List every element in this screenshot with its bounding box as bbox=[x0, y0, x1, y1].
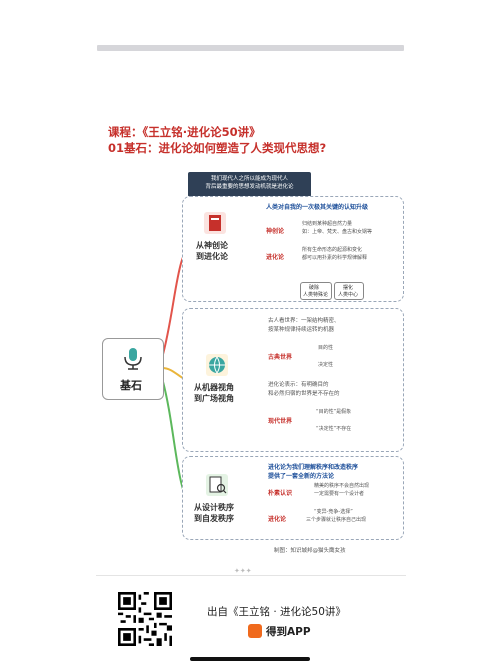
branch-2-sub2-item1: “目的性”是假象 bbox=[316, 409, 352, 415]
branch-2-sub1-item2: 决定性 bbox=[318, 362, 334, 368]
central-label: 基石 bbox=[120, 379, 142, 392]
branch-2-mid-2: 和必然归宿的世界是不存在的 bbox=[268, 391, 340, 397]
branch-3-sub2-text2: 三个步骤就让秩序自己出现 bbox=[306, 517, 367, 523]
branch-3-sub1-text1: 精美的秩序不会自然出现 bbox=[314, 483, 370, 489]
document-search-icon bbox=[206, 474, 228, 496]
branch-1-sub1-text1: 归结到某种超自然力量 bbox=[302, 221, 353, 227]
course-title: 课程：《王立铭·进化论50讲》 bbox=[108, 125, 261, 139]
branch-1-heading: 人类对自我的一次极其关键的认知升级 bbox=[266, 204, 369, 211]
branch-2-sub1-item1: 目的性 bbox=[318, 345, 334, 351]
divider-stars: ✦✦✦ bbox=[234, 567, 252, 575]
branch-2-title-2: 到广场视角 bbox=[194, 394, 234, 403]
map-credit: 制图：知识城邦@猫头鹰女孩 bbox=[274, 548, 346, 554]
branch-2-sub2-label: 现代世界 bbox=[268, 418, 293, 425]
branch-3-sub2-text1: “变异-竞争-选择” bbox=[314, 509, 353, 515]
branch-2-intro-2: 按某种规律持续运转的机器 bbox=[268, 327, 335, 333]
footer-app-name: 得到APP bbox=[266, 626, 311, 638]
qr-code bbox=[118, 592, 172, 646]
mindmap-banner: 我们现代人之所以能成为现代人 背后最重要的思想发动机就是进化论 bbox=[188, 172, 311, 197]
branch-2-sub2-item2: “决定性”不存在 bbox=[316, 426, 352, 432]
home-indicator bbox=[190, 657, 310, 661]
branch-3-heading-2: 提供了一套全新的方法论 bbox=[268, 473, 335, 480]
globe-icon bbox=[206, 354, 228, 376]
footer-source-text: 出自《王立铭 · 进化论50讲》 bbox=[207, 606, 346, 618]
branch-3-heading-1: 进化论为我们理解秩序和改造秩序 bbox=[268, 464, 359, 471]
mind-map: 我们现代人之所以能成为现代人 背后最重要的思想发动机就是进化论 基石 从神创论 … bbox=[96, 168, 406, 568]
box-1-line-2: 人类特殊论 bbox=[303, 292, 329, 298]
top-status-bar bbox=[97, 45, 404, 51]
banner-line-1: 我们现代人之所以能成为现代人 bbox=[210, 176, 288, 182]
branch-3-card bbox=[182, 456, 404, 540]
branch-2-card bbox=[182, 308, 404, 452]
box-2-line-1: 摆化 bbox=[343, 285, 354, 291]
branch-1-sub2-text1: 所有生命形态的起源和变化 bbox=[302, 247, 363, 253]
branch-2-sub1-label: 古典世界 bbox=[268, 354, 293, 361]
branch-1-title-2: 到进化论 bbox=[196, 252, 228, 261]
footer-divider bbox=[96, 575, 406, 576]
branch-2-intro-1: 古人看世界：一架结构精密、 bbox=[268, 318, 340, 324]
branch-1-box-2: 摆化 人类中心 bbox=[334, 282, 364, 300]
branch-1-title-1: 从神创论 bbox=[196, 241, 228, 250]
box-2-line-2: 人类中心 bbox=[338, 292, 359, 298]
dedao-logo-icon bbox=[248, 624, 262, 638]
banner-line-2: 背后最重要的思想发动机就是进化论 bbox=[205, 184, 294, 190]
book-icon bbox=[204, 212, 226, 234]
branch-1-sub2-label: 进化论 bbox=[266, 254, 285, 261]
central-node: 基石 bbox=[102, 338, 164, 400]
branch-1-sub2-text2: 都可以用扑素的科学规律解释 bbox=[302, 255, 368, 261]
branch-3-title-1: 从设计秩序 bbox=[194, 503, 234, 512]
lesson-title: 01基石：进化论如何塑造了人类现代思想? bbox=[108, 141, 327, 155]
branch-2-mid-1: 进化论表示：有明确目的 bbox=[268, 382, 329, 388]
branch-1-sub1-label: 神创论 bbox=[266, 228, 285, 235]
branch-3-title-2: 到自发秩序 bbox=[194, 514, 234, 523]
branch-3-sub2-label: 进化论 bbox=[268, 516, 287, 523]
microphone-icon bbox=[124, 348, 142, 370]
branch-3-sub1-label: 朴素认识 bbox=[268, 490, 293, 497]
branch-1-sub1-text2: 如：上帝、梵天、盘古和女娲等 bbox=[302, 229, 373, 235]
branch-3-sub1-text2: 一定需要有一个设计者 bbox=[314, 491, 365, 497]
box-1-line-1: 破除 bbox=[309, 285, 320, 291]
branch-1-box-1: 破除 人类特殊论 bbox=[300, 282, 332, 300]
branch-2-title-1: 从机器视角 bbox=[194, 383, 234, 392]
